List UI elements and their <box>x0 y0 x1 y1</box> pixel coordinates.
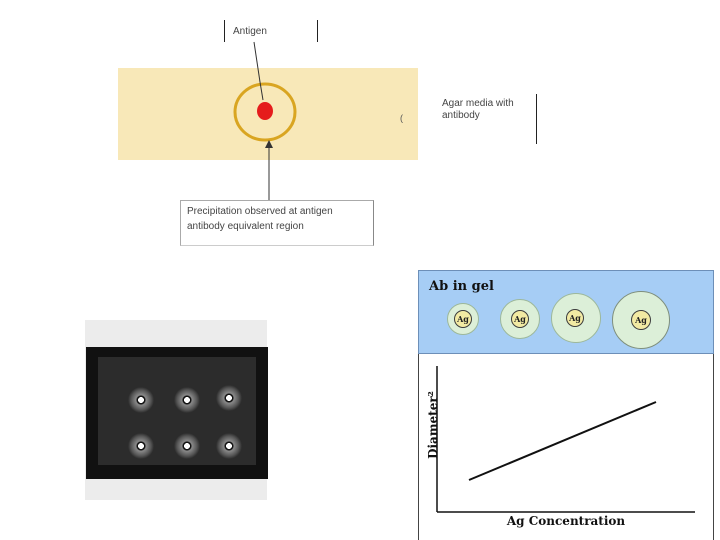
precipitation-label: Precipitation observed at antigen antibo… <box>187 204 367 234</box>
agar-media-callout: Agar media with antibody <box>438 94 537 144</box>
ag-well: Ag <box>454 310 472 328</box>
photo-well <box>174 387 200 413</box>
radial-immunodiffusion-panel: Ab in gel Ag Ag Ag Ag Diameter² Ag Conce… <box>418 270 714 540</box>
gel-plate <box>98 357 256 465</box>
antigen-pointer <box>254 42 263 100</box>
ag-well: Ag <box>631 310 651 330</box>
gel-area: Ab in gel Ag Ag Ag Ag <box>418 270 714 354</box>
photo-well <box>216 433 242 459</box>
gel-plate-photo <box>86 347 268 479</box>
agar-media-label: Agar media with antibody <box>442 98 534 122</box>
photo-well <box>128 433 154 459</box>
agar-tick: ( <box>400 113 403 123</box>
ag-well: Ag <box>566 309 584 327</box>
photo-well <box>216 385 242 411</box>
antigen-well <box>257 102 273 120</box>
photo-well <box>174 433 200 459</box>
x-axis-label: Ag Concentration <box>419 514 713 528</box>
y-axis-label: Diameter² <box>426 375 440 475</box>
trend-line <box>469 402 656 480</box>
gel-title: Ab in gel <box>429 279 494 294</box>
ag-well: Ag <box>511 310 529 328</box>
plot-svg <box>419 354 713 540</box>
photo-well <box>128 387 154 413</box>
precipitation-callout: Precipitation observed at antigen antibo… <box>180 200 374 246</box>
diameter-vs-concentration-plot: Diameter² Ag Concentration <box>418 354 714 540</box>
